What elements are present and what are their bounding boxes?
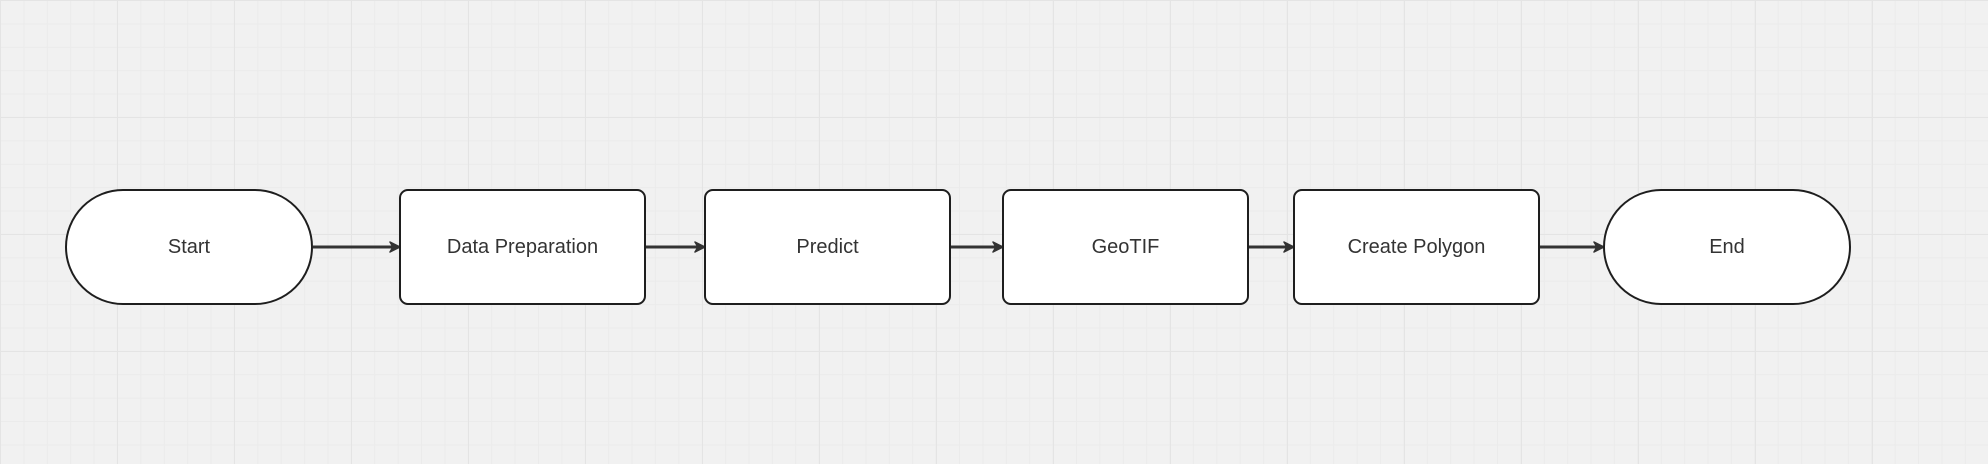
node-predict-label: Predict <box>796 235 859 258</box>
node-end[interactable]: End <box>1603 189 1851 305</box>
node-start-label: Start <box>167 235 211 258</box>
node-predict[interactable]: Predict <box>704 189 951 305</box>
node-create-polygon-label: Create Polygon <box>1347 235 1486 258</box>
node-geotif[interactable]: GeoTIF <box>1002 189 1249 305</box>
node-start[interactable]: Start <box>65 189 313 305</box>
node-data-preparation-label: Data Preparation <box>446 235 599 258</box>
node-geotif-label: GeoTIF <box>1091 235 1160 258</box>
node-data-preparation[interactable]: Data Preparation <box>399 189 646 305</box>
node-end-label: End <box>1709 235 1745 258</box>
node-create-polygon[interactable]: Create Polygon <box>1293 189 1540 305</box>
